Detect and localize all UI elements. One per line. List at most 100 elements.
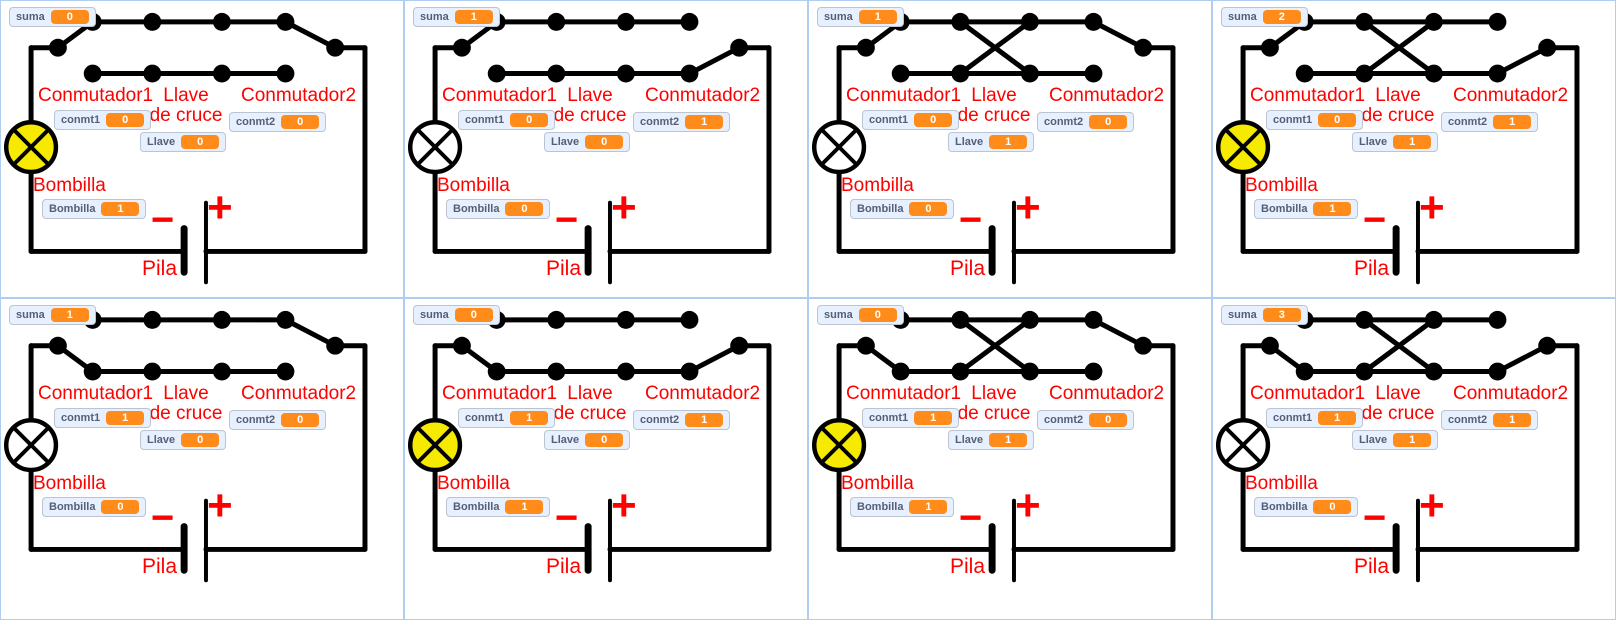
conmt1-monitor-value: 0 xyxy=(510,113,549,127)
bombilla-variable-monitor[interactable]: Bombilla 0 xyxy=(42,497,147,517)
circuit-panel: suma 2 Conmutador1 Llave de cruce Conmut… xyxy=(1212,0,1616,298)
circuit-diagram[interactable] xyxy=(1213,1,1615,298)
pila-label: Pila xyxy=(142,555,178,578)
suma-variable-monitor[interactable]: suma 1 xyxy=(9,305,96,325)
conmt2-variable-monitor[interactable]: conmt2 1 xyxy=(633,410,731,430)
battery-minus-sign: − xyxy=(555,496,579,540)
conmt2-variable-monitor[interactable]: conmt2 0 xyxy=(229,410,327,430)
conmt1-variable-monitor[interactable]: conmt1 0 xyxy=(1266,110,1364,130)
llave-variable-monitor[interactable]: Llave 0 xyxy=(544,430,631,450)
bombilla-variable-monitor[interactable]: Bombilla 1 xyxy=(42,199,147,219)
llave-variable-monitor[interactable]: Llave 0 xyxy=(140,430,227,450)
conmt2-monitor-label: conmt2 xyxy=(640,414,680,426)
llave-variable-monitor[interactable]: Llave 0 xyxy=(544,132,631,152)
suma-variable-monitor[interactable]: suma 1 xyxy=(817,7,904,27)
llave-variable-monitor[interactable]: Llave 1 xyxy=(1352,430,1439,450)
circuit-panel: suma 1 Conmutador1 Llave de cruce Conmut… xyxy=(0,298,404,620)
suma-variable-monitor[interactable]: suma 0 xyxy=(817,305,904,325)
bombilla-variable-monitor[interactable]: Bombilla 0 xyxy=(850,199,955,219)
suma-variable-monitor[interactable]: suma 3 xyxy=(1221,305,1308,325)
circuit-panel: suma 0 Conmutador1 Llave de cruce Conmut… xyxy=(0,0,404,298)
circuit-diagram[interactable] xyxy=(405,299,807,617)
conmt1-variable-monitor[interactable]: conmt1 0 xyxy=(458,110,556,130)
conmt1-variable-monitor[interactable]: conmt1 1 xyxy=(1266,408,1364,428)
bombilla-variable-monitor[interactable]: Bombilla 1 xyxy=(1254,199,1359,219)
llave-monitor-value: 0 xyxy=(181,135,220,149)
bombilla-monitor-label: Bombilla xyxy=(49,501,96,513)
battery-plus-sign: + xyxy=(611,481,637,530)
conmt1-variable-monitor[interactable]: conmt1 0 xyxy=(862,110,960,130)
circuit-diagram[interactable] xyxy=(1213,299,1615,617)
llave-variable-monitor[interactable]: Llave 1 xyxy=(1352,132,1439,152)
conmt2-variable-monitor[interactable]: conmt2 1 xyxy=(633,112,731,132)
llave-variable-monitor[interactable]: Llave 1 xyxy=(948,430,1035,450)
llave-variable-monitor[interactable]: Llave 0 xyxy=(140,132,227,152)
conmt2-variable-monitor[interactable]: conmt2 0 xyxy=(1037,410,1135,430)
suma-monitor-label: suma xyxy=(420,11,449,23)
conmt2-monitor-label: conmt2 xyxy=(1448,414,1488,426)
battery-minus-sign: − xyxy=(959,198,983,242)
suma-monitor-value: 0 xyxy=(454,308,493,322)
conmt1-variable-monitor[interactable]: conmt1 1 xyxy=(862,408,960,428)
llave-de-cruce-label: Llave de cruce xyxy=(947,384,1041,424)
bombilla-label: Bombilla xyxy=(437,473,510,494)
bombilla-monitor-value: 0 xyxy=(1313,500,1352,514)
llave-de-cruce-label-line2: de cruce xyxy=(553,402,627,424)
llave-monitor-value: 0 xyxy=(181,433,220,447)
conmt2-monitor-label: conmt2 xyxy=(1044,414,1084,426)
llave-de-cruce-label: Llave de cruce xyxy=(543,384,637,424)
suma-variable-monitor[interactable]: suma 0 xyxy=(9,7,96,27)
conmutador2-label: Conmutador2 xyxy=(645,383,761,404)
suma-monitor-value: 1 xyxy=(858,10,897,24)
llave-de-cruce-label: Llave de cruce xyxy=(543,86,637,126)
pila-label: Pila xyxy=(546,257,582,280)
conmt2-monitor-value: 1 xyxy=(685,115,724,129)
conmutador2-label: Conmutador2 xyxy=(241,383,357,404)
conmt2-monitor-label: conmt2 xyxy=(1448,116,1488,128)
conmt2-variable-monitor[interactable]: conmt2 0 xyxy=(1037,112,1135,132)
bombilla-variable-monitor[interactable]: Bombilla 0 xyxy=(1254,497,1359,517)
llave-de-cruce-label: Llave de cruce xyxy=(139,384,233,424)
conmt1-variable-monitor[interactable]: conmt1 1 xyxy=(458,408,556,428)
circuit-diagram[interactable] xyxy=(1,299,403,617)
suma-variable-monitor[interactable]: suma 0 xyxy=(413,305,500,325)
circuit-diagram[interactable] xyxy=(809,1,1211,298)
conmt1-monitor-label: conmt1 xyxy=(869,412,909,424)
conmt1-variable-monitor[interactable]: conmt1 1 xyxy=(54,408,152,428)
suma-monitor-label: suma xyxy=(1228,309,1257,321)
pila-label: Pila xyxy=(142,257,178,280)
bombilla-variable-monitor[interactable]: Bombilla 1 xyxy=(446,497,551,517)
bombilla-monitor-label: Bombilla xyxy=(1261,203,1308,215)
conmt1-monitor-value: 0 xyxy=(1318,113,1357,127)
battery-plus-sign: + xyxy=(207,481,233,530)
conmt2-variable-monitor[interactable]: conmt2 0 xyxy=(229,112,327,132)
conmt1-variable-monitor[interactable]: conmt1 0 xyxy=(54,110,152,130)
llave-de-cruce-label-line2: de cruce xyxy=(149,402,223,424)
llave-monitor-value: 1 xyxy=(1393,433,1432,447)
bombilla-variable-monitor[interactable]: Bombilla 0 xyxy=(446,199,551,219)
conmt1-monitor-value: 0 xyxy=(914,113,953,127)
bombilla-monitor-value: 0 xyxy=(101,500,140,514)
llave-monitor-value: 1 xyxy=(989,433,1028,447)
llave-de-cruce-label: Llave de cruce xyxy=(947,86,1041,126)
conmutador1-label: Conmutador1 xyxy=(1250,85,1366,106)
conmutador1-label: Conmutador1 xyxy=(846,383,962,404)
conmt2-monitor-value: 0 xyxy=(281,413,320,427)
llave-monitor-label: Llave xyxy=(955,136,984,148)
llave-de-cruce-label-line2: de cruce xyxy=(957,402,1031,424)
conmt2-monitor-value: 0 xyxy=(1089,115,1128,129)
battery-plus-sign: + xyxy=(1015,183,1041,232)
conmt1-monitor-label: conmt1 xyxy=(61,412,101,424)
llave-variable-monitor[interactable]: Llave 1 xyxy=(948,132,1035,152)
conmt2-variable-monitor[interactable]: conmt2 1 xyxy=(1441,410,1539,430)
bombilla-variable-monitor[interactable]: Bombilla 1 xyxy=(850,497,955,517)
suma-variable-monitor[interactable]: suma 1 xyxy=(413,7,500,27)
conmt2-variable-monitor[interactable]: conmt2 1 xyxy=(1441,112,1539,132)
conmt1-monitor-label: conmt1 xyxy=(869,114,909,126)
circuit-diagram[interactable] xyxy=(809,299,1211,617)
llave-monitor-value: 1 xyxy=(1393,135,1432,149)
suma-variable-monitor[interactable]: suma 2 xyxy=(1221,7,1308,27)
battery-plus-sign: + xyxy=(1015,481,1041,530)
llave-monitor-label: Llave xyxy=(551,434,580,446)
suma-monitor-value: 1 xyxy=(454,10,493,24)
